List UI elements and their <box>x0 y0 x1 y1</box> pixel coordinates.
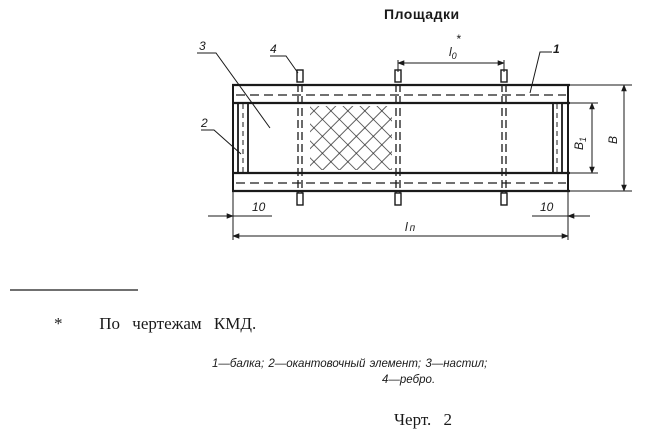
rib-1 <box>296 69 304 206</box>
decking-hatch <box>310 106 392 170</box>
dimension-b <box>570 84 632 192</box>
callout-1: 1 <box>553 42 560 56</box>
rib-2 <box>394 69 402 206</box>
dimension-offsets <box>208 191 590 240</box>
dimension-b-label: B <box>606 136 620 144</box>
dimension-l0-mark: * <box>456 32 461 46</box>
callout-2: 2 <box>200 116 208 130</box>
figure-caption: Черт. 2 <box>394 410 453 429</box>
footnote: * По чертежам КМД. <box>54 314 256 334</box>
footnote-mark: * <box>54 314 63 333</box>
dimension-b1-label: B1 <box>572 137 588 150</box>
footnote-text: По чертежам КМД. <box>99 314 257 333</box>
edging-element-right <box>552 103 563 173</box>
callout-leaders <box>197 51 552 155</box>
platform-frame <box>232 83 570 193</box>
legend-line-1: 1—балка; 2—окантовочный элемент; 3—насти… <box>212 358 488 370</box>
legend-line-2: 4—ребро. <box>382 374 436 386</box>
rib-3 <box>500 69 508 206</box>
figure-title: Площадки <box>384 6 460 22</box>
dimension-l0 <box>397 60 505 72</box>
callout-4: 4 <box>270 42 277 56</box>
dimension-offset-right: 10 <box>540 200 554 214</box>
edging-element-left <box>237 103 249 173</box>
hidden-beam-lines <box>236 94 566 184</box>
dimension-l0-label: l0 <box>449 45 457 61</box>
dimension-offset-left: 10 <box>252 200 266 214</box>
callout-3: 3 <box>199 39 206 53</box>
dimension-b1 <box>570 102 598 174</box>
